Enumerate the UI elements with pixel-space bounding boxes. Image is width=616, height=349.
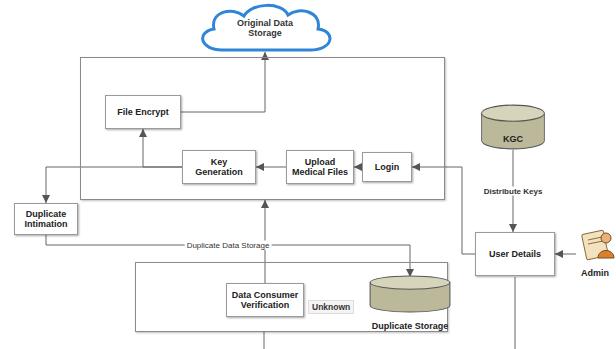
group-box: File EncryptKey Generation Upload Medical… (80, 57, 445, 200)
edge-label: Distribute Keys (482, 187, 545, 196)
node-label: File Encrypt (117, 107, 169, 117)
process-box: File Encrypt (105, 95, 181, 129)
wire-stub (264, 332, 265, 349)
cloud-storage: Original Data Storage (190, 2, 340, 54)
connector-arrow (256, 167, 286, 168)
database-cylinder: KGC (480, 104, 546, 150)
wire-stub (515, 277, 516, 349)
node-label: Original Data Storage (229, 18, 301, 39)
edge-label: Duplicate Data Storage (185, 241, 272, 250)
cylinder-shape (368, 275, 452, 313)
group-box: Data Consumer VerificationDuplicate Stor… (135, 262, 448, 332)
note-label: Unknown (308, 300, 354, 314)
node-label: Key Generation (186, 157, 252, 178)
node-label: KGC (503, 134, 523, 144)
database-cylinder: Duplicate Storage (368, 275, 452, 331)
process-box: Duplicate Intimation (14, 203, 78, 235)
node-label: Admin (581, 268, 609, 278)
process-box: Data Consumer Verification (226, 283, 304, 317)
admin-icon: Admin (576, 226, 614, 278)
connector-arrow (412, 167, 475, 254)
node-label: Login (375, 162, 400, 172)
process-box: User Details (475, 232, 555, 276)
connector-arrow (46, 235, 410, 277)
connector-arrow (46, 167, 182, 203)
node-label: Duplicate Intimation (18, 209, 74, 230)
node-label: User Details (489, 249, 541, 259)
node-label: Data Consumer Verification (230, 290, 300, 311)
process-box: Login (362, 152, 412, 182)
connector-arrow (555, 254, 576, 255)
process-box: Upload Medical Files (286, 150, 354, 184)
node-label: Upload Medical Files (290, 157, 350, 178)
connector-arrow (354, 167, 362, 168)
node-label: Duplicate Storage (372, 321, 449, 331)
connector-arrow (143, 129, 182, 167)
admin-figure (576, 226, 614, 262)
connector-arrow (181, 52, 265, 112)
process-box: Key Generation (182, 150, 256, 184)
